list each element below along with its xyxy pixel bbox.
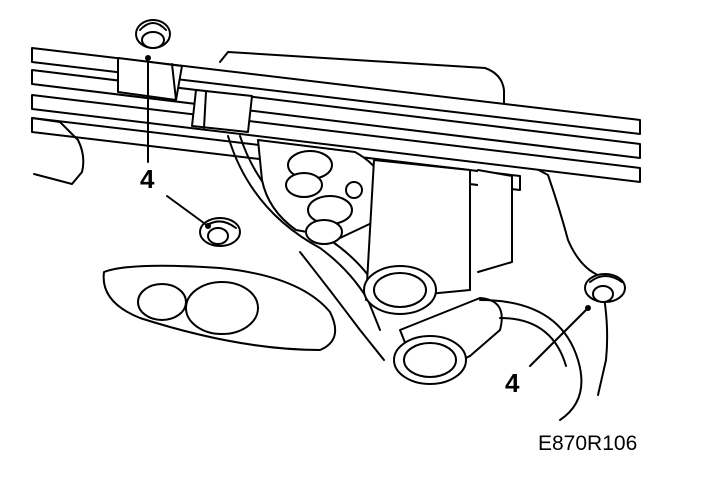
fastener-clip-right (584, 273, 626, 303)
fastener-clip-middle (199, 217, 241, 247)
left-body-panel (31, 117, 85, 185)
leader-dots (145, 55, 591, 311)
callout-label: 4 (505, 368, 520, 398)
drive-block (257, 139, 389, 245)
leader-lines (147, 57, 589, 367)
frame-rail-lower (299, 251, 385, 361)
figure-id: E870R106 (538, 432, 638, 455)
oval-plate (102, 264, 337, 351)
fastener-clip-top (135, 19, 171, 49)
upper-bracket (219, 51, 505, 106)
lower-cylinder (393, 297, 503, 385)
right-body-panel (519, 159, 601, 277)
disc (479, 299, 583, 421)
callout-label: 4 (140, 164, 155, 194)
main-cylinder (363, 159, 513, 315)
frame-rail-outer (227, 135, 381, 331)
rod-clamps (117, 57, 253, 133)
